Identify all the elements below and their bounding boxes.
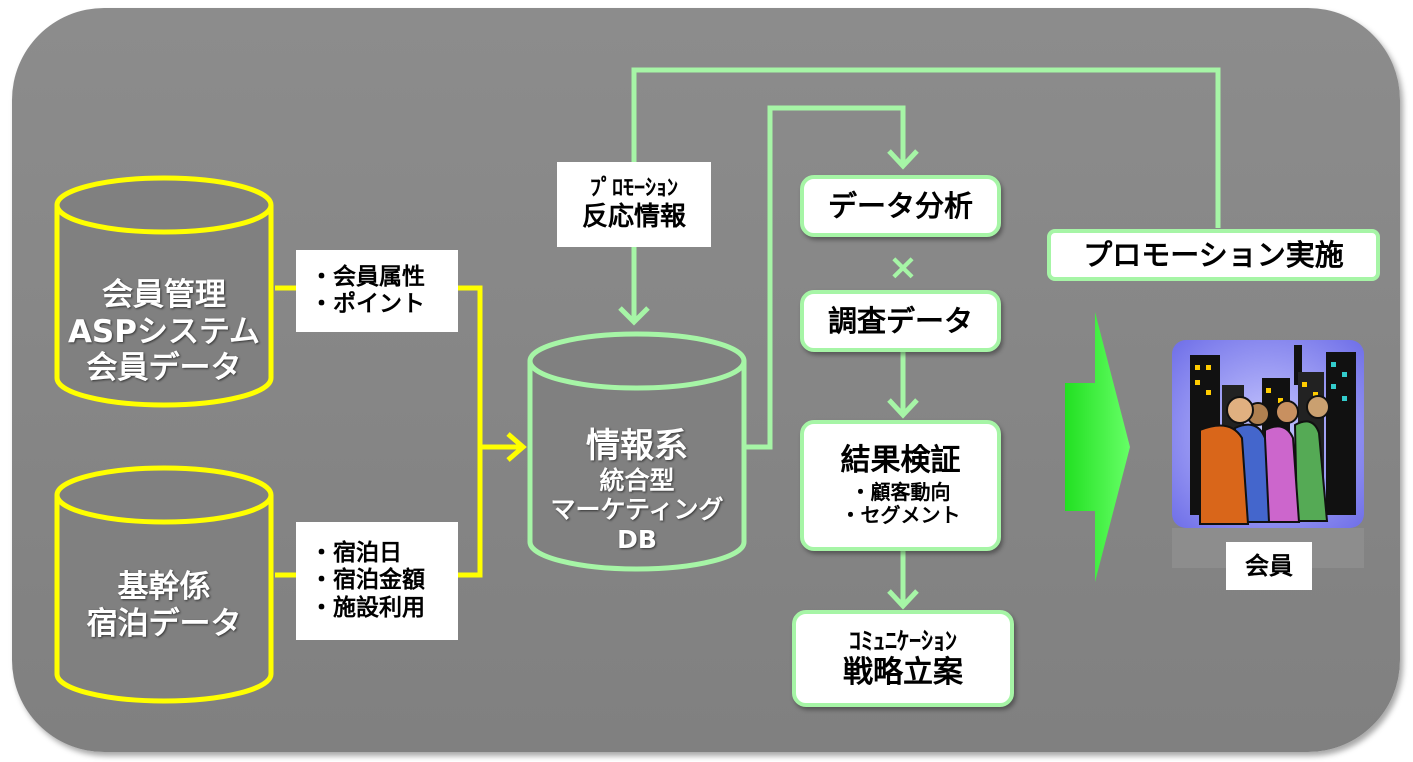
member-illustration (1172, 340, 1364, 568)
strategy-line2: 戦略立案 (843, 654, 963, 690)
analysis-label: データ分析 (827, 188, 973, 223)
survey-box: 調査データ (800, 290, 1001, 352)
source-flow-lines (275, 285, 483, 578)
feedback-label-line1: ﾌﾟﾛﾓｰｼｮﾝ (589, 176, 678, 202)
central-db-cylinder (527, 331, 747, 572)
big-arrow (1065, 312, 1130, 582)
central-db-label: 情報系 統合型 マーケティング DB (533, 410, 741, 570)
verification-box: 結果検証 ・顧客動向 ・セグメント (800, 420, 1001, 551)
member-label-box: 会員 (1226, 542, 1312, 590)
central-db-label-line2: 統合型 (599, 465, 675, 495)
core-db-label-line2: 宿泊データ (86, 606, 242, 642)
member-db-label-line2: ASPシステム (67, 313, 261, 350)
member-db-label-line1: 会員管理 (102, 277, 226, 314)
promotion-box: プロモーション実施 (1047, 229, 1380, 281)
promotion-label: プロモーション実施 (1083, 237, 1344, 272)
stay-field-item: ・宿泊金額 (310, 567, 425, 594)
member-fields-box: ・会員属性 ・ポイント (296, 250, 458, 332)
member-label: 会員 (1245, 551, 1293, 580)
member-db-cylinder (54, 175, 274, 408)
feedback-label-line2: 反応情報 (581, 202, 686, 233)
core-db-label-line1: 基幹係 (117, 569, 211, 606)
member-db-label-line3: 会員データ (86, 350, 242, 387)
strategy-box: ｺﾐｭﾆｹｰｼｮﾝ 戦略立案 (792, 610, 1014, 707)
stay-fields-box: ・宿泊日 ・宿泊金額 ・施設利用 (296, 522, 458, 640)
core-db-label: 基幹係 宿泊データ (62, 558, 266, 654)
stay-field-item: ・施設利用 (310, 594, 425, 621)
member-field-item: ・会員属性 (310, 263, 425, 290)
member-db-label: 会員管理 ASPシステム 会員データ (62, 268, 266, 396)
strategy-line1: ｺﾐｭﾆｹｰｼｮﾝ (849, 626, 957, 655)
verification-item: ・セグメント (840, 503, 961, 528)
feedback-label: ﾌﾟﾛﾓｰｼｮﾝ 反応情報 (557, 162, 711, 247)
source-to-db-arrow (480, 432, 527, 462)
central-db-label-line4: DB (617, 524, 657, 554)
central-db-label-line3: マーケティング (550, 495, 724, 525)
times-symbol: × (878, 246, 928, 290)
verification-item: ・顧客動向 (850, 479, 951, 504)
stay-field-item: ・宿泊日 (310, 540, 402, 567)
core-db-cylinder (54, 465, 274, 704)
central-db-label-line1: 情報系 (586, 425, 688, 466)
survey-label: 調査データ (827, 303, 973, 338)
member-field-item: ・ポイント (310, 291, 425, 317)
times-symbol-text: × (887, 246, 919, 288)
verification-title: 結果検証 (840, 443, 961, 479)
analysis-box: データ分析 (800, 175, 1001, 237)
